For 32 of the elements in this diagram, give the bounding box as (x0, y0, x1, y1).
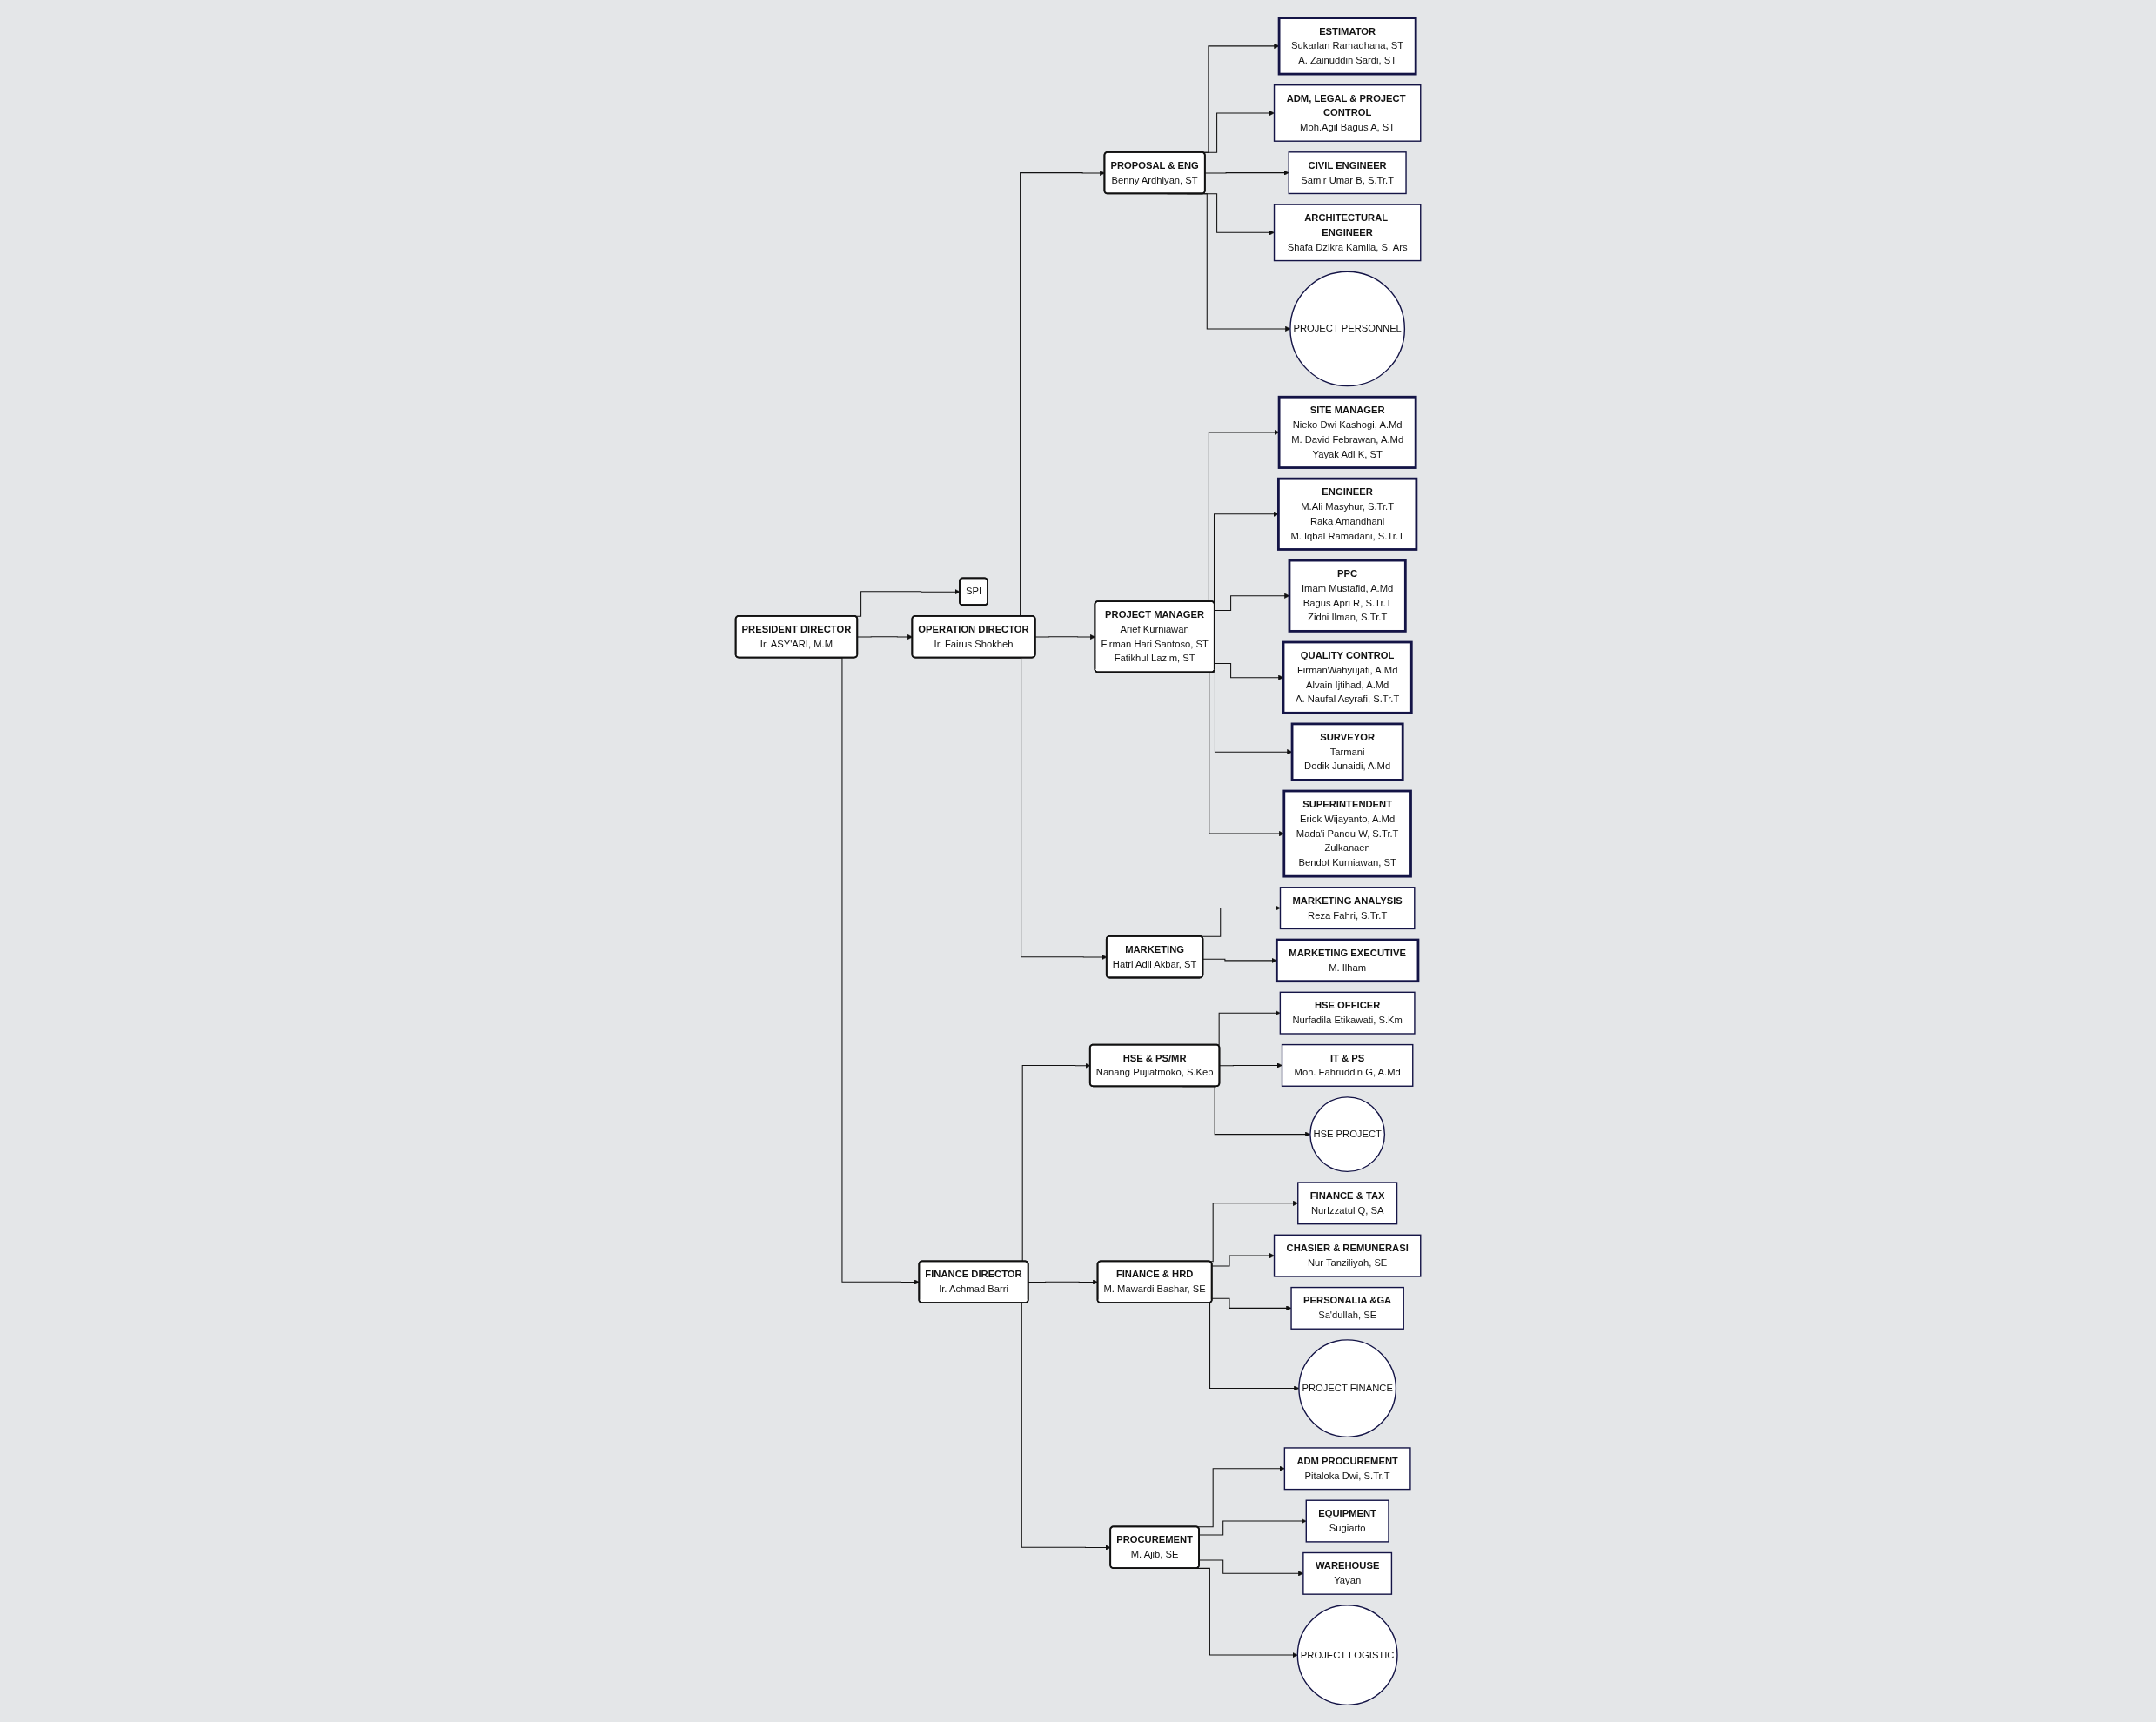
node-box: IT & PS Moh. Fahruddin G, A.Md (1281, 1043, 1414, 1087)
node-box: HSE OFFICER Nurfadila Etikawati, S.Km (1279, 991, 1416, 1035)
node-box: WAREHOUSE Yayan (1302, 1551, 1392, 1595)
arrow (1198, 1518, 1307, 1536)
node-box: ESTIMATOR Sukarlan Ramadhana, ST A. Zainuddin Sardi, ST (1277, 16, 1417, 75)
arrow (1202, 957, 1277, 963)
node-box: PERSONALIA &GA Sa'dullah, SE (1290, 1286, 1404, 1330)
node-box: SUPERINTENDENT Erick Wijayanto, A.Md Mada'i Pandu W, S.Tr.T Zulkanaen Bendot Kurniawan, ST (1282, 789, 1412, 878)
node-box: PPC Imam Mustafid, A.Md Bagus Apri R, S.Tr.T Zidni Ilman, S.Tr.T (1288, 559, 1407, 633)
arrow (1219, 1062, 1282, 1068)
arrow (1204, 170, 1289, 176)
arrow (1028, 1279, 1098, 1285)
node-box: CHASIER & REMUNERASI Nur Tanziliyah, SE (1273, 1234, 1422, 1277)
arrow (1211, 1252, 1275, 1266)
node-box: SITE MANAGER Nieko Dwi Kashogi, A.Md M. David Febrawan, A.Md Yayak Adi K, ST (1277, 395, 1417, 469)
node-circle: PROJECT FINANCE (1298, 1338, 1396, 1437)
node-box: QUALITY CONTROL FirmanWahyujati, A.Md Alvain Ijtihad, A.Md A. Naufal Asyrafi, S.Tr.T (1282, 640, 1413, 714)
node-box: ARCHITECTURAL ENGINEER Shafa Dzikra Kamila, S. Ars (1273, 203, 1422, 261)
node-circle: PROJECT LOGISTIC (1296, 1604, 1398, 1705)
node-box: ADM PROCUREMENT Pitaloka Dwi, S.Tr.T (1283, 1446, 1411, 1490)
node-circle: PROJECT PERSONNEL (1289, 271, 1405, 386)
node-box: EQUIPMENT Sugiarto (1305, 1499, 1389, 1543)
arrow (1198, 1559, 1303, 1576)
node-box: SURVEYOR Tarmani Dodik Junaidi, A.Md (1290, 722, 1404, 781)
node-box: ENGINEER M.Ali Masyhur, S.Tr.T Raka Amandhani M. Iqbal Ramadani, S.Tr.T (1276, 477, 1418, 551)
node-box: MARKETING EXECUTIVE M. Ilham (1275, 938, 1420, 982)
node-box: ADM, LEGAL & PROJECT CONTROL Moh.Agil Bagus A, ST (1273, 84, 1422, 142)
node-box: FINANCE & TAX NurIzzatul Q, SA (1296, 1181, 1398, 1224)
arrow (1034, 633, 1095, 640)
node-box: MARKETING ANALYSIS Reza Fahri, S.Tr.T (1279, 886, 1416, 929)
node-box: CIVIL ENGINEER Samir Umar B, S.Tr.T (1288, 151, 1407, 194)
node-circle: HSE PROJECT (1309, 1096, 1385, 1172)
